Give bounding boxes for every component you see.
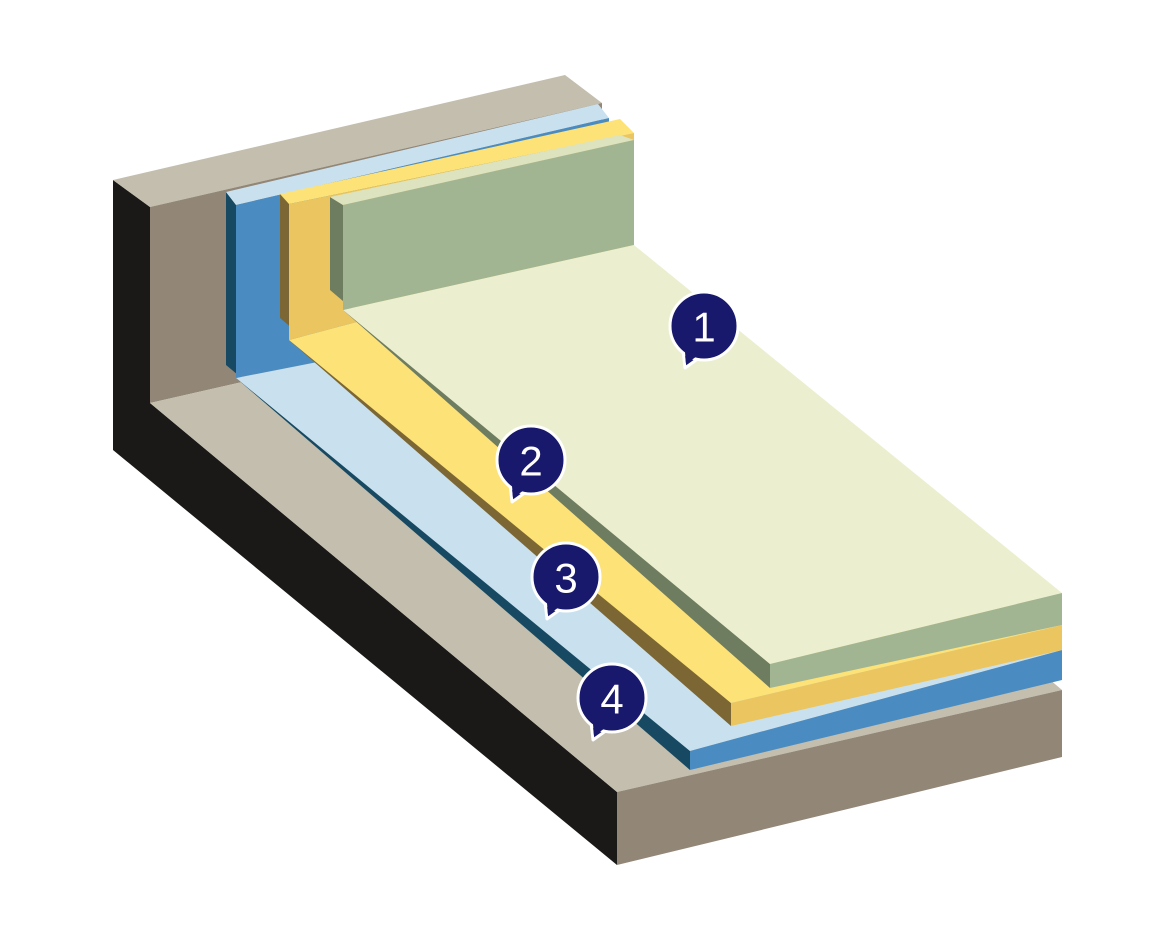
board-floor-top	[343, 245, 1062, 664]
substrate-left-side-face	[113, 180, 617, 865]
adhesive-dark-edge	[280, 194, 731, 726]
membrane-front-face	[690, 650, 1062, 770]
marker-2-label: 2	[519, 438, 542, 485]
adhesive-wall-top	[280, 119, 634, 204]
board-dark-edge	[330, 197, 770, 688]
adhesive-front-face	[731, 625, 1062, 726]
marker-2: 2	[495, 424, 567, 504]
marker-1-label: 1	[692, 304, 715, 351]
board-front-face	[770, 593, 1062, 688]
marker-3-label: 3	[554, 555, 577, 602]
membrane-wall-top	[226, 104, 609, 205]
callout-markers: 1 2 3 4	[495, 290, 740, 742]
board-layer	[330, 135, 1062, 688]
marker-4-label: 4	[600, 676, 623, 723]
marker-3: 3	[530, 541, 602, 621]
marker-3-tail-fill	[546, 591, 566, 615]
marker-1: 1	[668, 290, 740, 370]
marker-4-tail-fill	[592, 712, 612, 736]
marker-2-tail-fill	[511, 474, 531, 498]
marker-1-tail-fill	[684, 340, 704, 364]
marker-4: 4	[576, 662, 648, 742]
board-wall-front	[343, 140, 634, 310]
substrate-front-face	[617, 690, 1062, 865]
substrate-wall-top	[113, 75, 602, 207]
board-wall-top	[330, 135, 634, 205]
